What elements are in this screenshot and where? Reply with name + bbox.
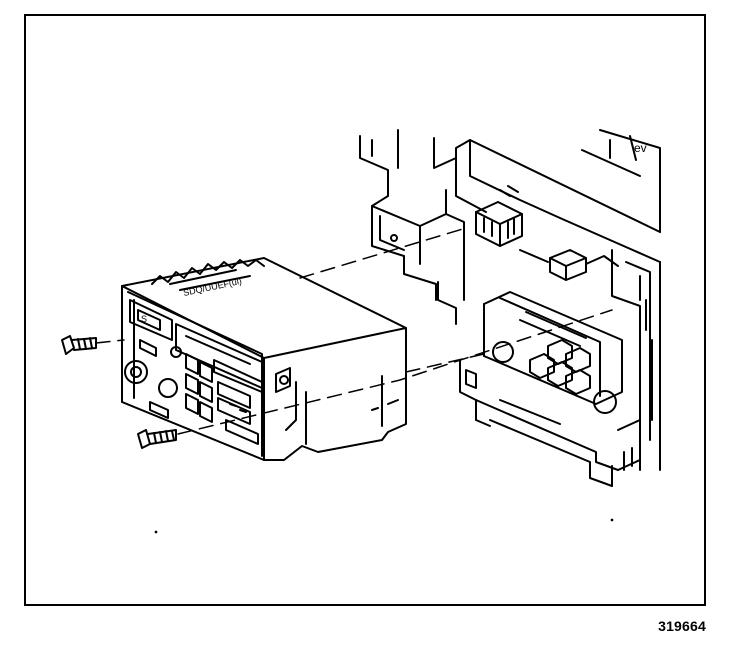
upper-screw (61, 335, 97, 355)
alignment-lines (95, 227, 613, 435)
figure-number: 319664 (658, 618, 706, 634)
svg-text:S: S (141, 314, 147, 324)
radio-receiver: SDQ/UUEF(ul) S (121, 257, 407, 461)
print-specks (154, 518, 614, 534)
lower-screw (137, 429, 177, 449)
svg-text:ev: ev (634, 141, 647, 155)
instrument-panel-cavity: ev (359, 129, 661, 487)
